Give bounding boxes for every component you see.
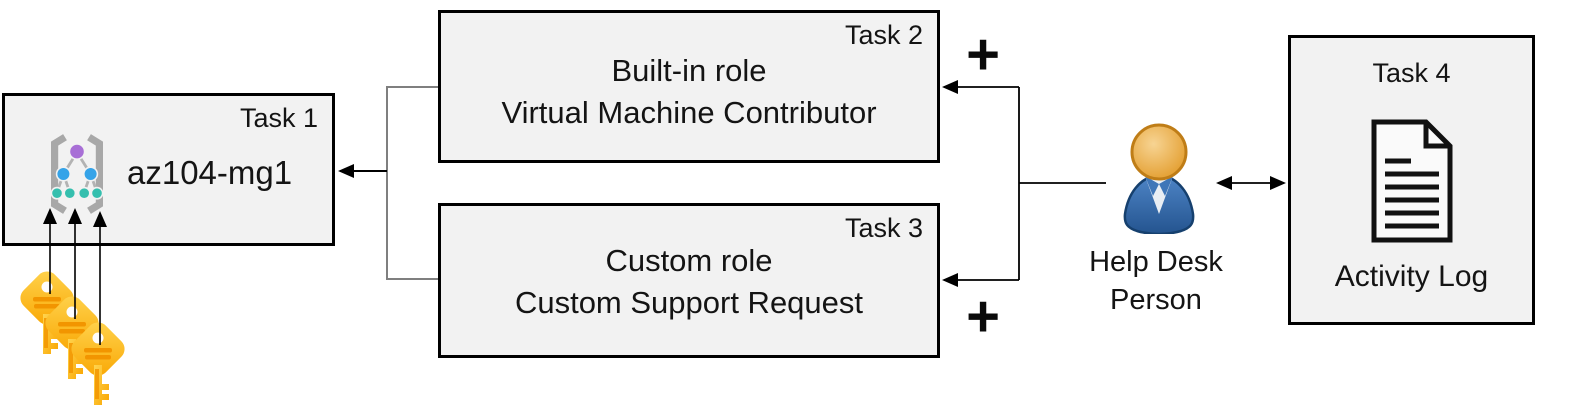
key-icon [15, 266, 79, 354]
task4-label: Task 4 [1372, 58, 1451, 88]
plus-annotation-top: + [966, 22, 1000, 87]
task2-role-name: Virtual Machine Contributor [501, 95, 877, 130]
task3-role-type: Custom role [605, 243, 773, 278]
document-icon [1371, 119, 1453, 243]
management-group-icon [50, 134, 104, 214]
task2-label: Task 2 [844, 20, 923, 50]
task2-role-type: Built-in role [611, 53, 767, 88]
task4-caption: Activity Log [1334, 260, 1489, 293]
helpdesk-label-line2: Person [1110, 284, 1202, 316]
task3-box: Task 3 Custom role Custom Support Reques… [438, 203, 940, 358]
person-icon [1123, 123, 1195, 234]
task2-box: Task 2 Built-in role Virtual Machine Con… [438, 10, 940, 163]
plus-annotation-bottom: + [966, 284, 1000, 349]
left-bracket-connector [386, 86, 438, 280]
key-icon [40, 291, 104, 379]
task1-box: Task 1 az104-mg1 [2, 93, 335, 246]
keys-icon [15, 266, 130, 405]
task3-label: Task 3 [844, 213, 923, 243]
task4-box: Task 4 Activity Log [1288, 35, 1535, 325]
task3-role-name: Custom Support Request [514, 285, 864, 320]
helpdesk-label-line1: Help Desk [1089, 246, 1223, 278]
key-icon [66, 317, 130, 405]
task1-resource-name: az104-mg1 [127, 154, 293, 191]
task1-label: Task 1 [239, 103, 318, 133]
